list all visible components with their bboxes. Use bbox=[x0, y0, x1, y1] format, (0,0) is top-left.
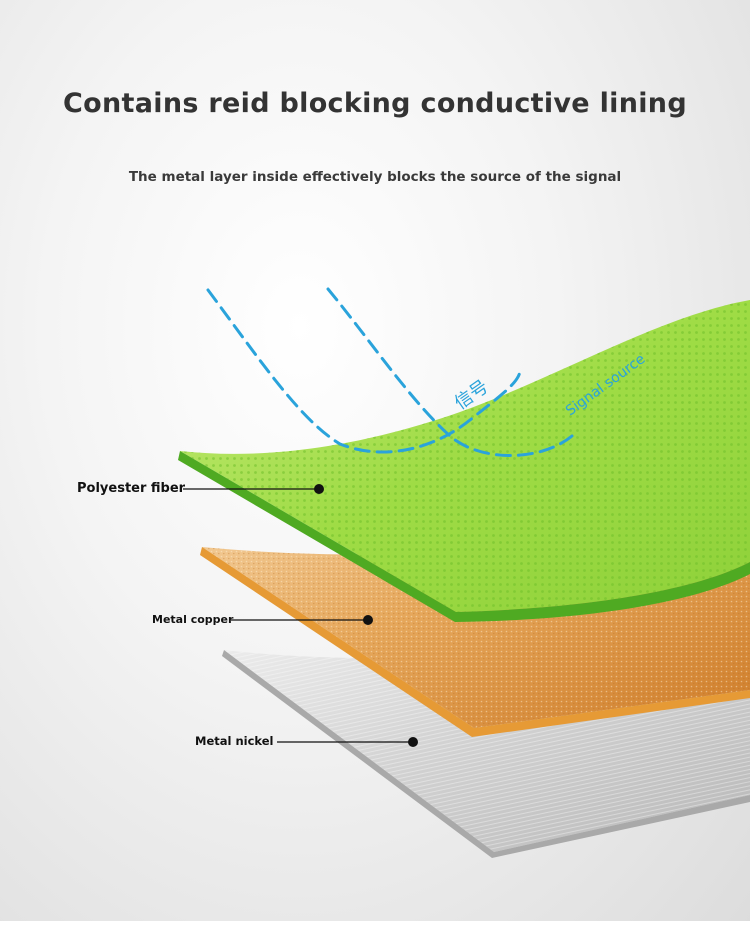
label-metal-nickel: Metal nickel bbox=[195, 734, 274, 748]
signal-waves bbox=[206, 287, 574, 457]
page-subtitle: The metal layer inside effectively block… bbox=[128, 169, 622, 185]
label-metal-copper: Metal copper bbox=[152, 613, 234, 626]
bottom-strip bbox=[0, 921, 750, 934]
label-pointers bbox=[183, 484, 418, 747]
page-title: Contains reid blocking conductive lining bbox=[63, 88, 687, 119]
polyester-layer bbox=[178, 300, 750, 622]
label-polyester-fiber: Polyester fiber bbox=[77, 481, 186, 496]
